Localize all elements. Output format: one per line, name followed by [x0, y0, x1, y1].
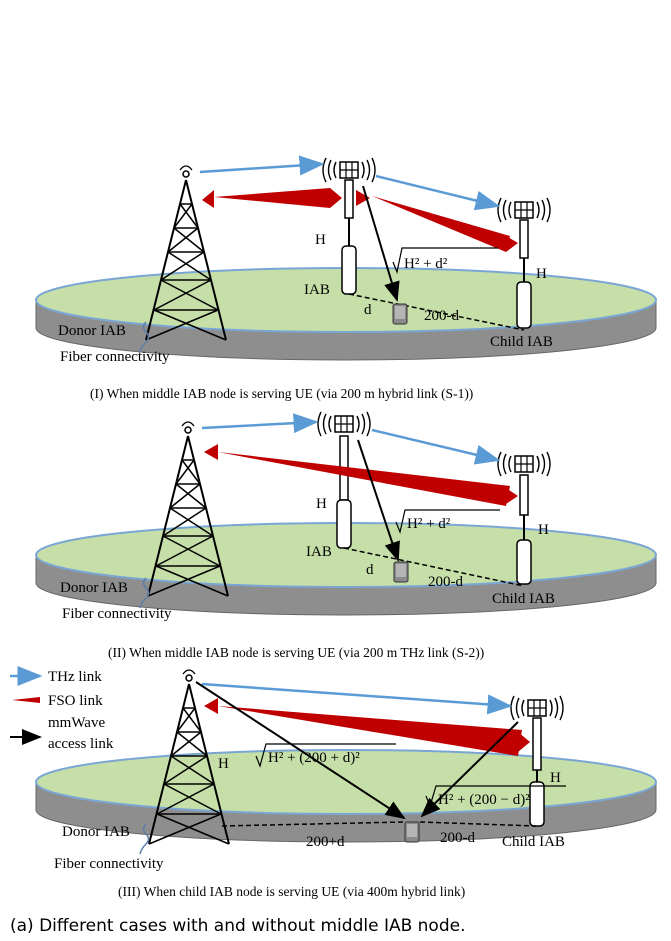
distance-formula: H² + (200 − d)² — [438, 792, 530, 808]
middle-iab-label: IAB — [304, 282, 330, 298]
child-iab-pole — [516, 474, 532, 585]
fso-beam-icon — [218, 706, 522, 756]
distance-formula: H² + d² — [404, 256, 448, 272]
fiber-icon — [139, 577, 150, 609]
child-iab-label: Child IAB — [502, 834, 565, 850]
distance-rest-label: 200-d — [428, 574, 463, 590]
thz-link — [375, 174, 501, 211]
legend-mmwave-label: mmWave — [48, 715, 105, 731]
antenna-array-icon — [317, 411, 371, 437]
distance-formula: H² + d² — [407, 516, 451, 532]
scenario-caption: (II) When middle IAB node is serving UE … — [108, 645, 484, 660]
child-iab-pole — [529, 717, 545, 827]
ue-device-icon — [404, 821, 420, 843]
middle-iab-pole — [341, 179, 357, 295]
antenna-array-icon — [322, 157, 376, 183]
distance-d-label: d — [366, 562, 374, 578]
fiber-icon — [139, 823, 150, 855]
height-label: H — [316, 496, 327, 512]
height-label: H — [550, 770, 561, 786]
ue-device-icon — [393, 561, 409, 583]
fso-beam-icon — [218, 452, 510, 506]
distance-formula: H² + (200 + d)² — [268, 750, 360, 766]
height-label: H — [218, 756, 229, 772]
fiber-icon — [139, 321, 150, 353]
fso-legend-icon — [12, 697, 40, 703]
child-iab-label: Child IAB — [492, 591, 555, 607]
height-label: H — [536, 266, 547, 282]
distance-d-label: d — [364, 302, 372, 318]
ue-device-icon — [392, 303, 408, 325]
height-label: H — [315, 232, 326, 248]
donor-iab-label: Donor IAB — [58, 323, 126, 339]
ground-distance-line — [419, 821, 537, 827]
ground-distance-line — [348, 293, 525, 331]
fiber-label: Fiber connectivity — [54, 856, 164, 872]
mmwave-access-link — [362, 185, 400, 302]
legend-fso-label: FSO link — [48, 693, 103, 709]
antenna-array-icon — [497, 451, 551, 477]
scenario-1: H H IAB d 200-d H² + d² Donor IAB Fiber … — [35, 155, 657, 401]
distance-far-label: 200-d — [440, 830, 475, 846]
thz-link — [371, 428, 501, 465]
ground-distance-line — [221, 821, 405, 827]
antenna-array-icon — [510, 695, 564, 721]
mmwave-access-link — [357, 439, 400, 562]
distance-near-label: 200+d — [306, 834, 345, 850]
thz-link — [201, 413, 319, 434]
thz-link — [201, 682, 513, 715]
child-iab-pole — [516, 219, 532, 329]
scenario-caption: (III) When child IAB node is serving UE … — [118, 884, 465, 899]
middle-iab-pole — [336, 435, 352, 549]
figure-caption: (a) Different cases with and without mid… — [10, 916, 466, 936]
fiber-label: Fiber connectivity — [60, 349, 170, 365]
antenna-array-icon — [497, 197, 551, 223]
mmwave-access-link — [195, 681, 406, 820]
child-iab-label: Child IAB — [490, 334, 553, 350]
legend-thz-label: THz link — [48, 669, 102, 685]
donor-iab-label: Donor IAB — [60, 580, 128, 596]
donor-iab-label: Donor IAB — [62, 824, 130, 840]
scenario-3: H H H² + (200 + d)² H² + (200 − d)² 200+… — [10, 666, 657, 899]
middle-iab-label: IAB — [306, 544, 332, 560]
mmwave-access-link — [420, 721, 519, 818]
thz-link — [199, 155, 325, 176]
scenario-caption: (I) When middle IAB node is serving UE (… — [90, 386, 473, 401]
fso-beam-icon — [372, 196, 510, 252]
scenario-2: H H IAB d 200-d H² + d² Donor IAB Fiber … — [35, 411, 657, 660]
height-label: H — [538, 522, 549, 538]
legend: THz link FSO link mmWave access link — [10, 666, 114, 752]
legend-mmwave-label: access link — [48, 736, 114, 752]
ground-distance-line — [343, 547, 525, 587]
fiber-label: Fiber connectivity — [62, 606, 172, 622]
distance-rest-label: 200-d — [424, 308, 459, 324]
fso-beam-icon — [214, 188, 330, 208]
